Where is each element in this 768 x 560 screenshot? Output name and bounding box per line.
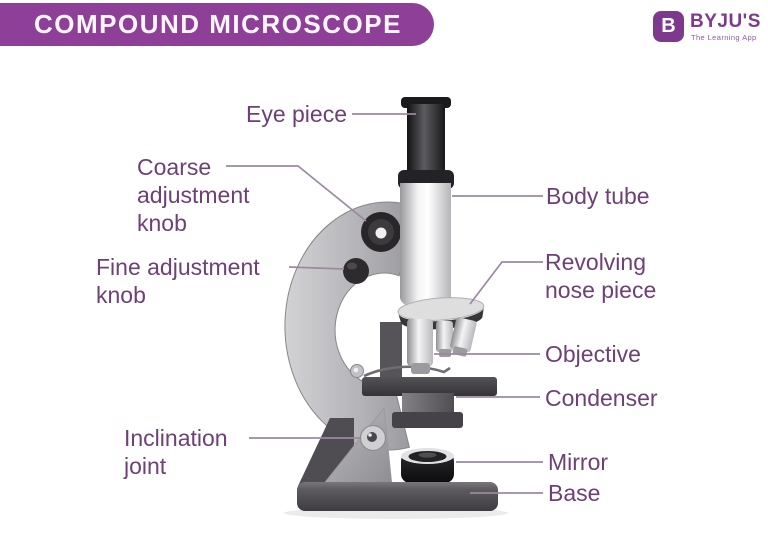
leader-coarse — [226, 165, 367, 222]
leader-fine — [288, 266, 345, 270]
header-banner: COMPOUND MICROSCOPE — [0, 3, 434, 46]
eyepiece-shape — [398, 97, 454, 189]
page-title: COMPOUND MICROSCOPE — [34, 9, 402, 39]
leader-lines — [226, 113, 543, 494]
label-mirror: Mirror — [548, 449, 609, 475]
label-condenser: Condenser — [545, 385, 658, 411]
body-tube-shape — [400, 183, 451, 310]
label-body-tube: Body tube — [546, 183, 650, 209]
label-inclination-joint: Inclination joint — [124, 425, 228, 479]
brand-name: BYJU'S — [690, 11, 761, 32]
base-shape — [297, 482, 498, 511]
mirror-shape — [401, 448, 454, 483]
inclination-joint-shape — [359, 424, 387, 452]
label-eye-piece: Eye piece — [245, 101, 347, 127]
rack-shape — [380, 322, 402, 382]
byjus-logo-icon: B — [653, 11, 684, 42]
label-objective: Objective — [545, 341, 641, 367]
fine-knob-shape — [343, 258, 369, 284]
leader-revolving — [469, 261, 543, 305]
stage-shape — [350, 364, 497, 396]
condenser-shape — [392, 393, 463, 428]
label-base: Base — [548, 480, 601, 506]
label-coarse-adjustment-knob: Coarse adjustment knob — [137, 154, 250, 236]
label-fine-adjustment-knob: Fine adjustment knob — [96, 254, 260, 308]
byjus-logo: B BYJU'S The Learning App — [648, 10, 761, 44]
label-revolving-nose-piece: Revolving nose piece — [545, 249, 657, 303]
objectives-shape — [407, 317, 477, 374]
brand-tagline: The Learning App — [691, 33, 757, 42]
stage-clip-wire — [363, 365, 451, 378]
coarse-knob-shape — [361, 212, 401, 252]
byjus-icon-letter: B — [661, 15, 676, 37]
